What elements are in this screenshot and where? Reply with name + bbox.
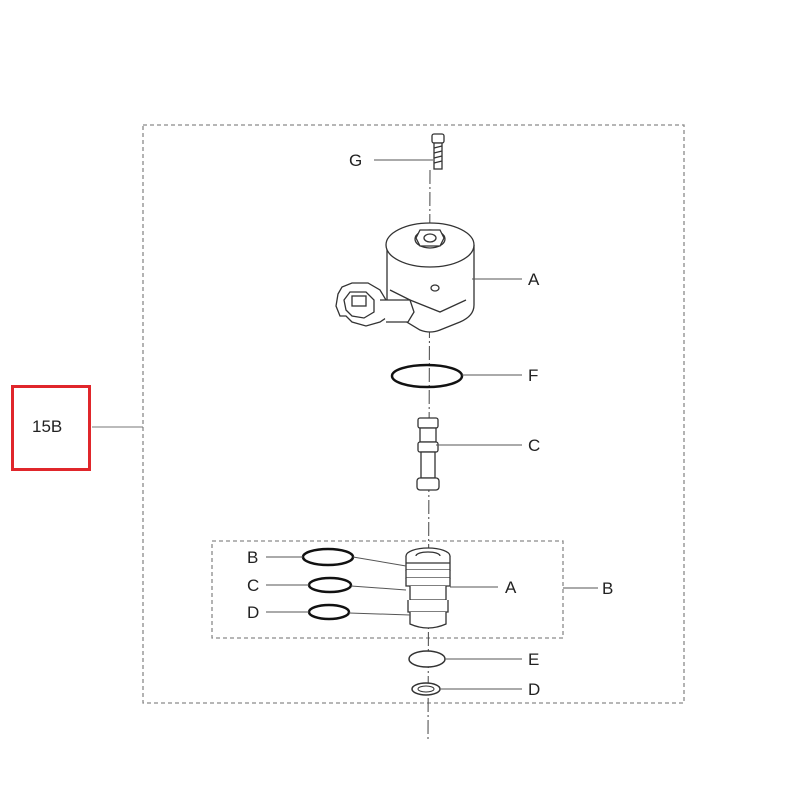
leader-c-left-2: [350, 585, 407, 591]
assembly-boundary: [142, 124, 685, 704]
bolt-part-g: [431, 133, 445, 170]
label-d-left: D: [247, 603, 259, 622]
leader-b-left-2: [352, 556, 407, 567]
leader-d-left-2: [348, 612, 411, 616]
label-a-top: A: [528, 270, 540, 289]
label-d-bottom: D: [528, 680, 540, 699]
label-c-top: C: [528, 436, 540, 455]
label-b-right: B: [602, 579, 613, 598]
washer-part-e: [408, 650, 446, 668]
cartridge-part-a: [405, 547, 451, 629]
label-a-mid: A: [505, 578, 517, 597]
solenoid-part-a: [335, 222, 475, 333]
ring-part-d-bottom: [411, 682, 441, 696]
label-f: F: [528, 366, 538, 385]
label-b-left: B: [247, 548, 258, 567]
callout-highlight-box: [11, 385, 91, 471]
label-c-left: C: [247, 576, 259, 595]
o-ring-part-f: [390, 363, 464, 389]
o-ring-part-b: [301, 547, 355, 567]
o-ring-part-d-upper: [307, 603, 351, 621]
o-ring-part-c: [307, 576, 353, 594]
label-g: G: [349, 151, 362, 170]
ring-part-d-bottom-inner: [417, 685, 435, 693]
label-e: E: [528, 650, 539, 669]
spool-part-c: [416, 417, 440, 491]
callout-label: 15B: [32, 417, 63, 436]
subassembly-boundary: [211, 540, 564, 639]
